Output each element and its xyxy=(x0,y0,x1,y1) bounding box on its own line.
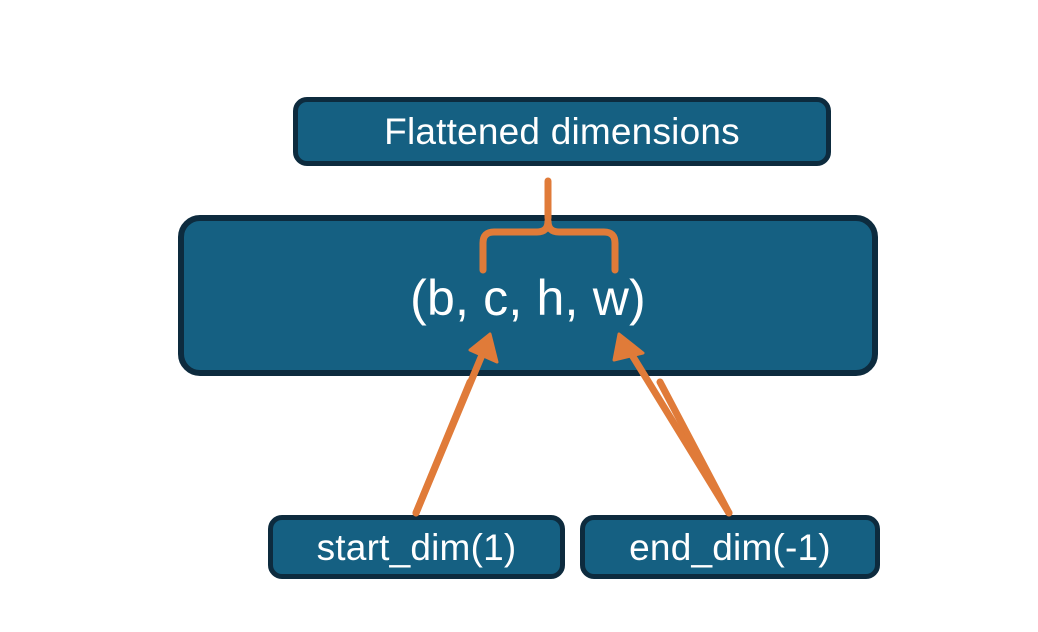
tensor-shape-box[interactable]: (b, c, h, w) xyxy=(178,215,878,376)
start-dim-box[interactable]: start_dim(1) xyxy=(268,515,565,579)
tensor-shape-label: (b, c, h, w) xyxy=(410,270,646,326)
end-dim-label: end_dim(-1) xyxy=(629,526,831,568)
flattened-dimensions-box[interactable]: Flattened dimensions xyxy=(293,97,831,166)
end-dim-box[interactable]: end_dim(-1) xyxy=(580,515,880,579)
start-dim-arrow-shaft-lower xyxy=(412,378,474,517)
end-dim-arrow-shaft-lower xyxy=(656,378,733,517)
start-dim-label: start_dim(1) xyxy=(316,526,517,568)
flattened-dimensions-label: Flattened dimensions xyxy=(384,111,740,152)
